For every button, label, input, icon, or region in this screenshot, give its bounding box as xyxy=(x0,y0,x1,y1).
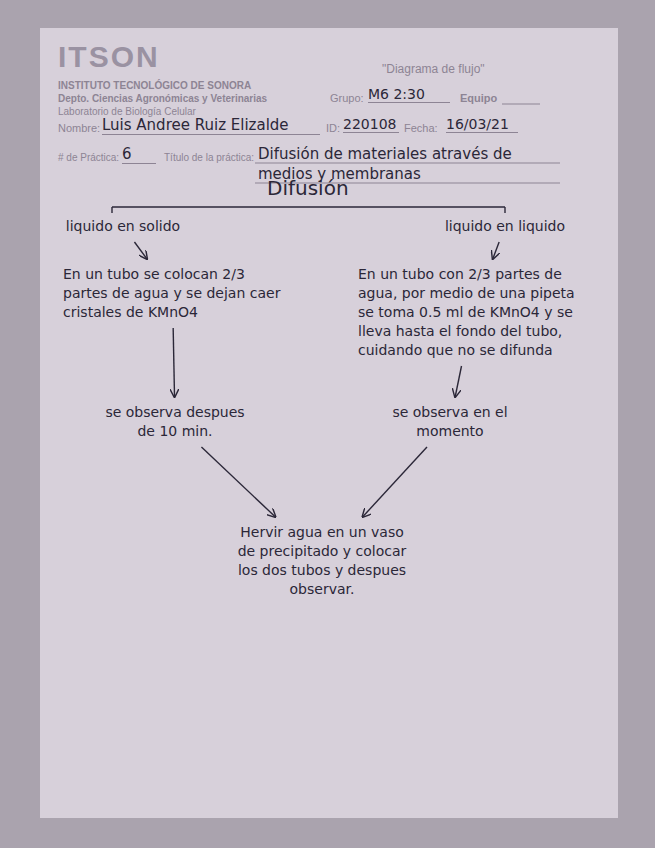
step-label: liquido en solido xyxy=(61,217,185,236)
step-text: En un tubo se colocan 2/3 partes de agua… xyxy=(60,262,285,325)
step-text: Hervir agua en un vaso de precipitado y … xyxy=(232,520,412,602)
flow-arrow xyxy=(173,328,174,397)
flow-arrow xyxy=(134,242,147,259)
step-label: liquido en liquido xyxy=(443,217,567,236)
field-label: # de Práctica: xyxy=(58,152,119,163)
field-value: Luis Andree Ruiz Elizalde xyxy=(102,116,320,135)
step-text: En un tubo con 2/3 partes de agua, por m… xyxy=(355,262,590,363)
flow-arrow xyxy=(455,366,461,397)
step-label: se observa en el momento xyxy=(383,403,517,441)
step-text: liquido en solido xyxy=(58,214,188,239)
branch-bar xyxy=(112,206,505,207)
flow-arrow xyxy=(201,447,275,517)
field-label: ID: xyxy=(326,122,340,134)
step-label: se observa despues de 10 min. xyxy=(98,403,252,441)
field-value: 6 xyxy=(122,145,156,164)
step-text: liquido en liquido xyxy=(440,214,570,239)
step-label: Hervir agua en un vaso de precipitado y … xyxy=(235,523,409,599)
field-value: 16/03/21 xyxy=(446,116,518,133)
flow-arrow xyxy=(493,242,499,259)
step-label: En un tubo con 2/3 partes de agua, por m… xyxy=(358,265,587,360)
branch-tick xyxy=(504,207,505,213)
field-label: Fecha: xyxy=(404,122,438,134)
flow-arrow xyxy=(363,447,427,517)
institution-name: INSTITUTO TECNOLÓGICO DE SONORA xyxy=(58,80,251,91)
field-value: M6 2:30 xyxy=(368,86,450,103)
step-label: En un tubo se colocan 2/3 partes de agua… xyxy=(63,265,282,322)
step-text: se observa en el momento xyxy=(380,400,520,444)
field-label: Grupo: xyxy=(330,92,364,104)
field-value: 220108 xyxy=(343,116,399,133)
field-label: Título de la práctica: xyxy=(164,152,254,163)
step-text: se observa despues de 10 min. xyxy=(95,400,255,444)
field-label: Equipo xyxy=(460,92,497,104)
diagram-title: Difusión xyxy=(267,176,349,200)
field-label: Nombre: xyxy=(58,122,100,134)
blank-line xyxy=(502,104,540,105)
form-title: "Diagrama de flujo" xyxy=(382,62,485,76)
department: Depto. Ciencias Agronómicas y Veterinari… xyxy=(58,93,267,104)
logo: ITSON xyxy=(58,40,160,74)
branch-tick xyxy=(111,207,112,213)
